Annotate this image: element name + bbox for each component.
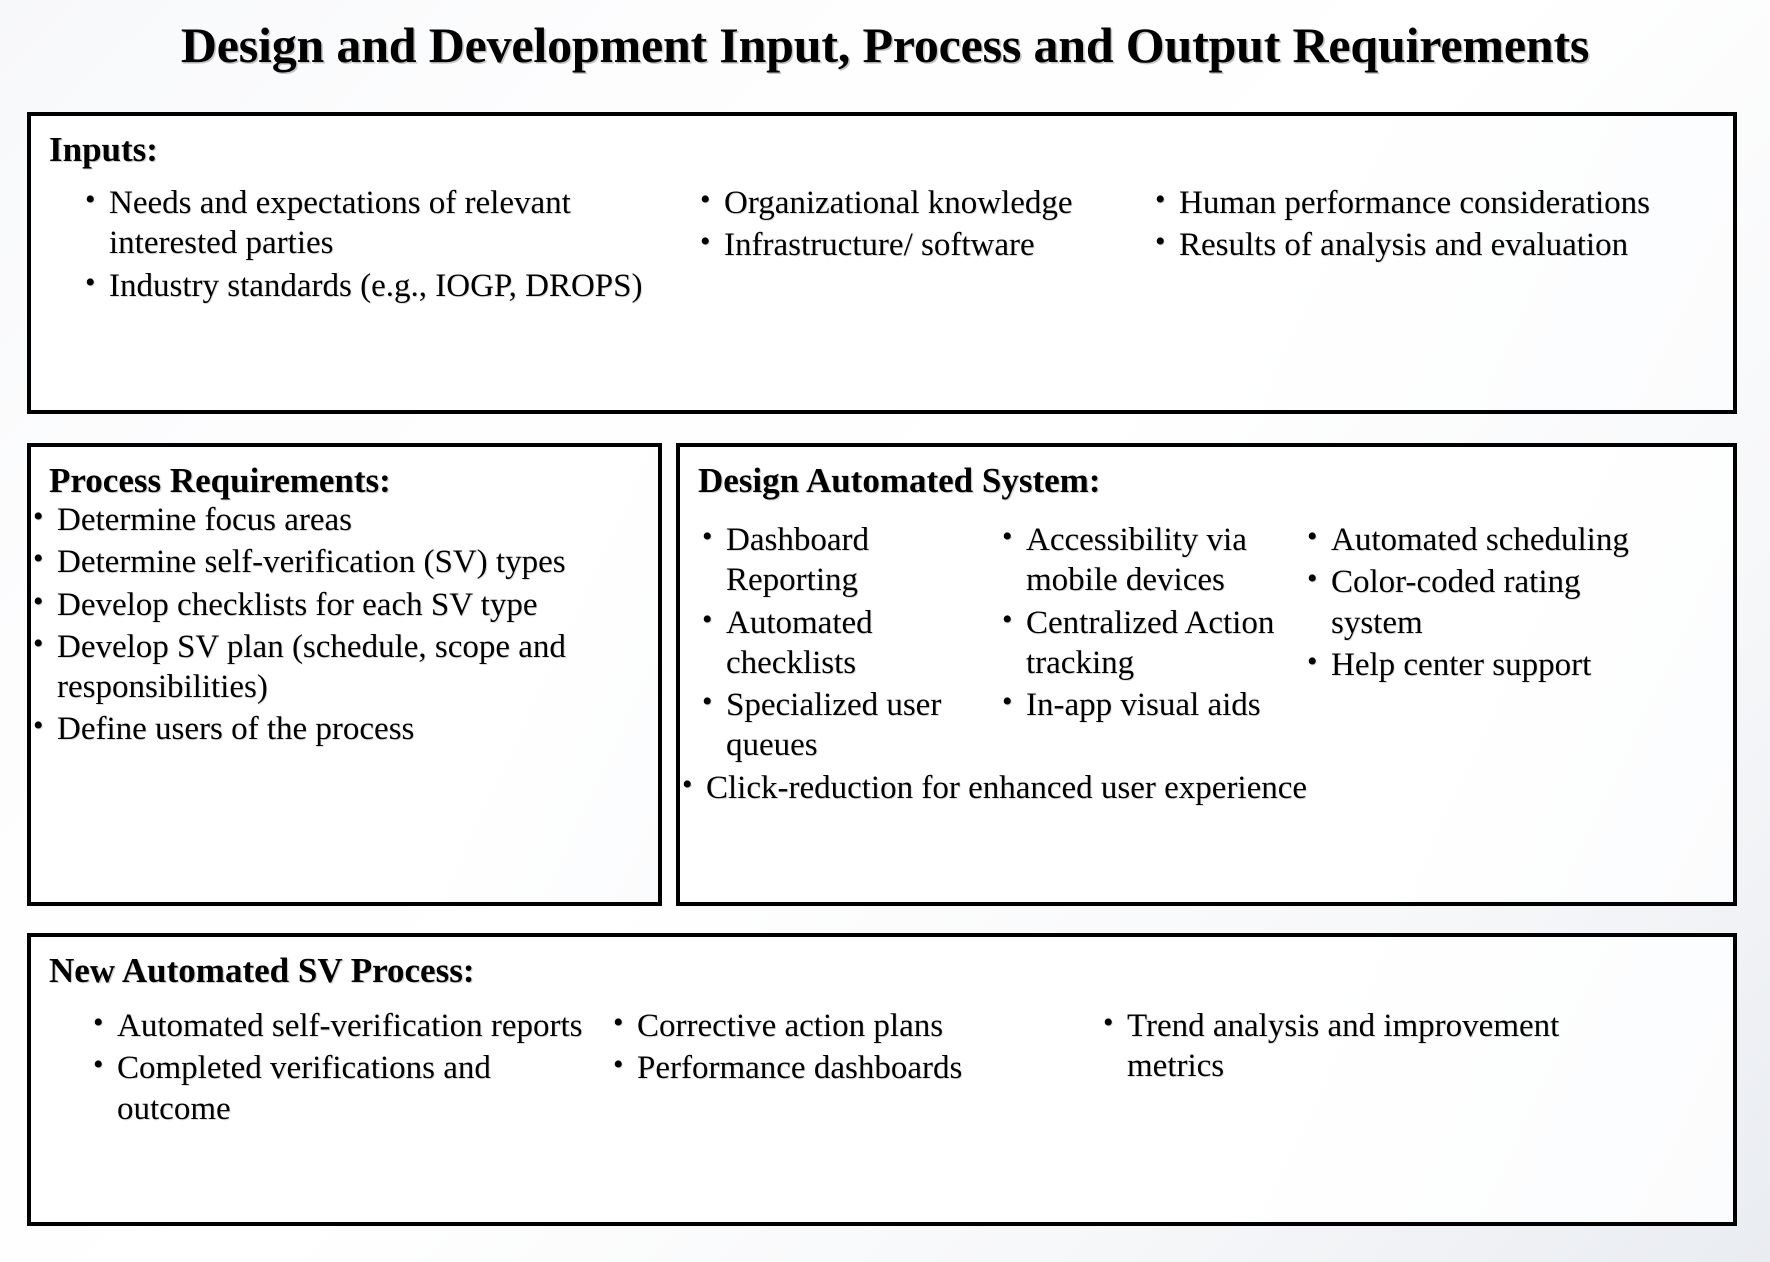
list-item: Define users of the process xyxy=(31,708,658,749)
inputs-columns: Needs and expectations of relevant inter… xyxy=(31,182,1733,308)
design-column-1: Dashboard Reporting Automated checklists… xyxy=(700,519,1000,768)
list-item: Develop SV plan (schedule, scope and res… xyxy=(31,626,658,708)
list-item: Performance dashboards xyxy=(611,1047,1101,1088)
list-item: Develop checklists for each SV type xyxy=(31,584,658,625)
inputs-column-1: Needs and expectations of relevant inter… xyxy=(83,182,698,308)
output-column-1: Automated self-verification reports Comp… xyxy=(91,1005,611,1131)
design-full-width-list: Click-reduction for enhanced user experi… xyxy=(680,767,1733,808)
list-item: Industry standards (e.g., IOGP, DROPS) xyxy=(83,265,698,306)
list-item: Organizational knowledge xyxy=(698,182,1153,223)
design-column-3: Automated scheduling Color-coded rating … xyxy=(1305,519,1635,687)
inputs-heading: Inputs: xyxy=(49,130,158,169)
list-item: Specialized user queues xyxy=(700,684,1000,766)
output-column-2: Corrective action plans Performance dash… xyxy=(611,1005,1101,1091)
list-item: Corrective action plans xyxy=(611,1005,1101,1046)
process-requirements-heading: Process Requirements: xyxy=(49,461,391,500)
list-item: Automated checklists xyxy=(700,602,1000,684)
list-item: Trend analysis and improvement metrics xyxy=(1101,1005,1661,1087)
list-item: Needs and expectations of relevant inter… xyxy=(83,182,698,264)
list-item: Determine focus areas xyxy=(31,499,658,540)
new-automated-sv-process-box: New Automated SV Process: Automated self… xyxy=(27,933,1737,1226)
output-column-3: Trend analysis and improvement metrics xyxy=(1101,1005,1661,1089)
list-item: Determine self-verification (SV) types xyxy=(31,541,658,582)
new-automated-sv-process-heading: New Automated SV Process: xyxy=(49,951,475,990)
inputs-box: Inputs: Needs and expectations of releva… xyxy=(27,112,1737,414)
page-title: Design and Development Input, Process an… xyxy=(180,17,1590,73)
process-requirements-list: Determine focus areas Determine self-ver… xyxy=(31,499,658,750)
process-requirements-box: Process Requirements: Determine focus ar… xyxy=(27,443,662,906)
inputs-column-3: Human performance considerations Results… xyxy=(1153,182,1713,268)
list-item: Automated self-verification reports xyxy=(91,1005,611,1046)
list-item: Human performance considerations xyxy=(1153,182,1713,223)
list-item: Infrastructure/ software xyxy=(698,224,1153,265)
inputs-column-2: Organizational knowledge Infrastructure/… xyxy=(698,182,1153,268)
list-item: Click-reduction for enhanced user experi… xyxy=(680,767,1733,808)
list-item: Color-coded rating system xyxy=(1305,561,1635,643)
new-automated-sv-process-columns: Automated self-verification reports Comp… xyxy=(31,1005,1733,1131)
list-item: Results of analysis and evaluation xyxy=(1153,224,1713,265)
list-item: Centralized Action tracking xyxy=(1000,602,1305,684)
design-automated-system-columns: Dashboard Reporting Automated checklists… xyxy=(680,519,1733,768)
list-item: Completed verifications and outcome xyxy=(91,1047,611,1129)
list-item: Accessibility via mobile devices xyxy=(1000,519,1305,601)
design-column-2: Accessibility via mobile devices Central… xyxy=(1000,519,1305,727)
design-automated-system-heading: Design Automated System: xyxy=(698,461,1101,500)
list-item: Dashboard Reporting xyxy=(700,519,1000,601)
list-item: Automated scheduling xyxy=(1305,519,1635,560)
list-item: In-app visual aids xyxy=(1000,684,1305,725)
design-automated-system-box: Design Automated System: Dashboard Repor… xyxy=(676,443,1737,906)
list-item: Help center support xyxy=(1305,644,1635,685)
